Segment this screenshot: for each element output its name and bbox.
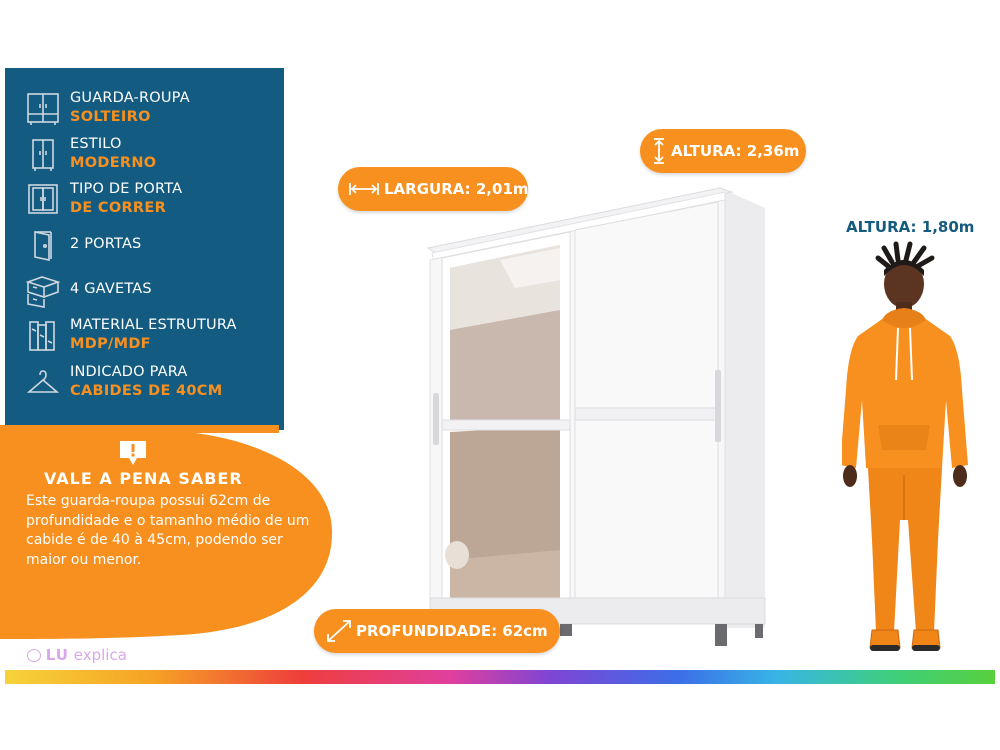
spec-door-type: TIPO DE PORTA DE CORRER	[5, 181, 284, 221]
spec-label: 2 PORTAS	[70, 236, 142, 252]
door-icon	[34, 231, 52, 261]
person-height-label: ALTURA: 1,80m	[846, 218, 975, 236]
wood-panel-icon	[29, 321, 55, 351]
logo-lu: LU	[45, 646, 69, 664]
spec-hanger: INDICADO PARA CABIDES DE 40CM	[5, 364, 284, 404]
tip-title: VALE A PENA SABER	[44, 469, 243, 488]
speech-bubble-icon	[27, 649, 41, 662]
tip-background	[0, 425, 333, 639]
hanger-icon	[26, 370, 60, 393]
specs-panel: GUARDA-ROUPA SOLTEIRO ESTILO MODERNO TIP…	[5, 68, 284, 430]
rainbow-bar	[5, 670, 995, 684]
warning-icon	[120, 441, 146, 465]
wardrobe-icon	[27, 93, 59, 125]
spec-label: MATERIAL ESTRUTURA	[70, 317, 237, 333]
depth-label: PROFUNDIDADE: 62cm	[356, 622, 548, 640]
width-pill: LARGURA: 2,01m	[338, 167, 529, 211]
sliding-door-icon	[28, 184, 58, 214]
spec-value: MDP/MDF	[70, 336, 151, 352]
height-arrow-icon	[654, 138, 664, 164]
spec-drawers: 4 GAVETAS	[5, 272, 284, 312]
depth-pill: PROFUNDIDADE: 62cm	[314, 609, 560, 653]
spec-label: TIPO DE PORTA	[70, 181, 183, 197]
depth-arrow-icon	[327, 620, 351, 642]
tip-text: Este guarda-roupa possui 62cm de profund…	[26, 493, 310, 568]
spec-material: MATERIAL ESTRUTURA MDP/MDF	[5, 317, 284, 357]
spec-label: GUARDA-ROUPA	[70, 90, 190, 106]
spec-doors: 2 PORTAS	[5, 227, 284, 267]
spec-value: CABIDES DE 40CM	[70, 383, 223, 399]
spec-wardrobe-type: GUARDA-ROUPA SOLTEIRO	[5, 90, 284, 130]
wardrobe-image	[426, 187, 766, 646]
spec-label: ESTILO	[70, 136, 122, 152]
spec-label: 4 GAVETAS	[70, 281, 152, 297]
spec-style: ESTILO MODERNO	[5, 136, 284, 176]
width-arrow-icon	[349, 183, 379, 195]
height-label: ALTURA: 2,36m	[671, 142, 800, 160]
height-pill: ALTURA: 2,36m	[640, 129, 806, 173]
logo-explica: explica	[73, 646, 127, 664]
spec-value: DE CORRER	[70, 200, 167, 216]
lu-explica-logo: LU explica	[27, 646, 127, 664]
spec-label: INDICADO PARA	[70, 364, 188, 380]
width-label: LARGURA: 2,01m	[384, 180, 529, 198]
person-illustration	[842, 241, 968, 651]
spec-value: SOLTEIRO	[70, 109, 151, 125]
spec-value: MODERNO	[70, 155, 157, 171]
drawers-icon	[25, 276, 61, 308]
cabinet-icon	[32, 139, 54, 171]
